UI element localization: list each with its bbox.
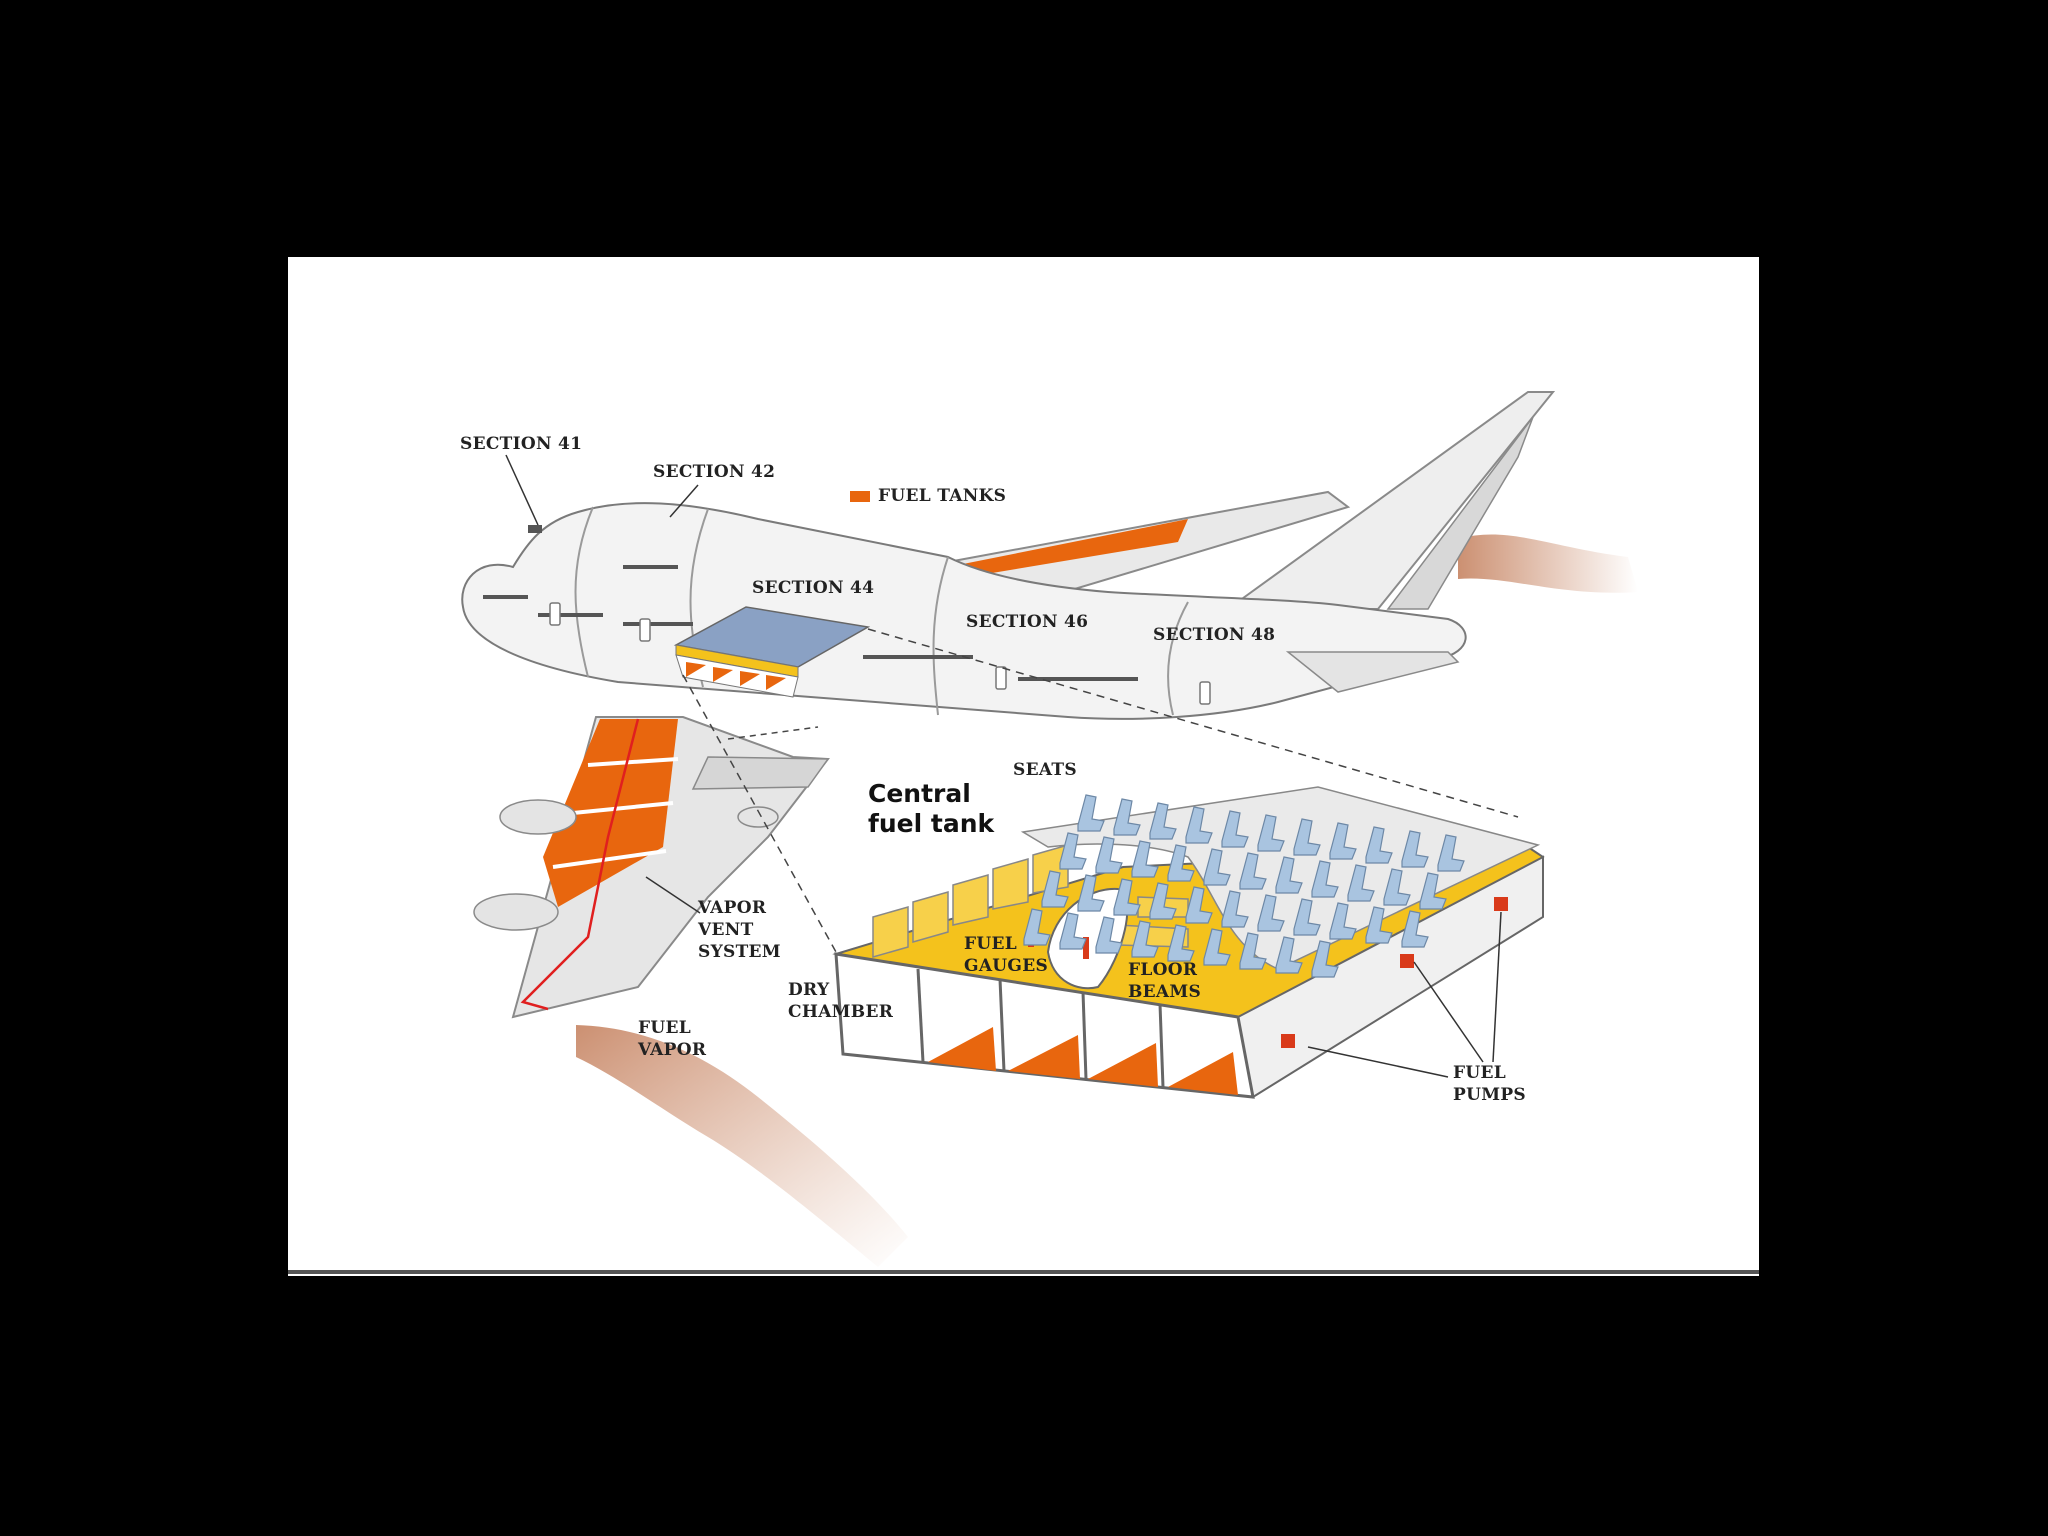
fuselage [461, 502, 1467, 720]
near-wing-vent-line [520, 718, 640, 1011]
horizontal-stabilizer [1285, 651, 1460, 693]
passenger-seat [1239, 852, 1267, 890]
wing-detach-arrow [727, 726, 819, 740]
passenger-seat [1365, 906, 1393, 944]
fuel-tanks-legend: FUEL TANKS [850, 485, 1006, 507]
passenger-seat [1311, 940, 1339, 978]
passenger-seat [1329, 902, 1357, 940]
near-wing-fuel-tank [543, 719, 678, 907]
title-line-1: Central [868, 779, 971, 808]
label-section-42: SECTION 42 [653, 462, 776, 482]
passenger-seat [1023, 908, 1051, 946]
passenger-seat [1167, 924, 1195, 962]
label-section-46: SECTION 46 [966, 612, 1089, 632]
passenger-seat [1131, 920, 1159, 958]
tank-chamber-walls [916, 968, 1165, 1088]
label-fuel-gauges: FUEL GAUGES [964, 934, 1049, 976]
tank-fuel-chambers [928, 1027, 1238, 1095]
passenger-seat [1437, 834, 1465, 872]
passenger-seat [1185, 886, 1213, 924]
passenger-seat [1221, 810, 1249, 848]
fuselage-windows [483, 525, 1138, 681]
title-line-2: fuel tank [868, 809, 995, 838]
label-dry-chamber: DRY CHAMBER [788, 980, 894, 1022]
passenger-seat [1059, 832, 1087, 870]
label-floor-beams: FLOOR BEAMS [1128, 960, 1202, 1002]
passenger-seat [1293, 818, 1321, 856]
passenger-seat [1311, 860, 1339, 898]
passenger-seat [1401, 910, 1429, 948]
far-wing-fuel-tank [958, 519, 1188, 577]
near-wing-engines [473, 799, 779, 931]
wing-flap [691, 756, 830, 790]
passenger-seat [1257, 894, 1285, 932]
passenger-seat [1221, 890, 1249, 928]
passenger-seat [1401, 830, 1429, 868]
airplane-fuel-tank-diagram: FUEL TANKS Central fuel tank SECTION 41 … [288, 257, 1759, 1276]
passenger-seat [1077, 794, 1105, 832]
passenger-seat [1347, 864, 1375, 902]
passenger-seat [1095, 916, 1123, 954]
passenger-seat [1257, 814, 1285, 852]
passenger-seat [1113, 798, 1141, 836]
label-fuel-pumps: FUEL PUMPS [1453, 1063, 1526, 1105]
section-44-cutout-fuel [686, 662, 786, 690]
label-section-44: SECTION 44 [752, 578, 875, 598]
passenger-seat [1419, 872, 1447, 910]
passenger-seat [1365, 826, 1393, 864]
label-seats: SEATS [1013, 760, 1077, 780]
passenger-seat [1149, 882, 1177, 920]
passenger-seat [1203, 928, 1231, 966]
near-wing-ribs [552, 757, 679, 869]
wing-vapor-plume [576, 1025, 908, 1267]
passenger-seat [1077, 874, 1105, 912]
passenger-seat [1131, 840, 1159, 878]
label-vapor-vent-system: VAPOR VENT SYSTEM [698, 898, 781, 962]
passenger-seat [1383, 868, 1411, 906]
fuel-pump-markers [1281, 897, 1508, 1048]
passenger-seat [1149, 802, 1177, 840]
legend-label: FUEL TANKS [878, 486, 1007, 506]
section-seam-48 [1167, 601, 1189, 716]
cutout-leader-lines [682, 628, 1519, 953]
tail-rudder [1386, 416, 1534, 610]
passenger-seat [1239, 932, 1267, 970]
section-seam-46 [932, 556, 949, 716]
tail-vapor-plume [1458, 534, 1638, 593]
passenger-seat [1167, 844, 1195, 882]
fuel-gauge-right [1083, 937, 1089, 959]
diagram-artwork [461, 391, 1638, 1267]
passenger-seat [1275, 856, 1303, 894]
passenger-seat [1095, 836, 1123, 874]
passenger-seat [1329, 822, 1357, 860]
card-bottom-border [288, 1270, 1759, 1274]
passenger-seat [1059, 912, 1087, 950]
label-section-48: SECTION 48 [1153, 625, 1276, 645]
passenger-seat [1185, 806, 1213, 844]
label-fuel-vapor: FUEL VAPOR [638, 1018, 707, 1060]
label-section-41: SECTION 41 [460, 434, 583, 454]
passenger-seat [1275, 936, 1303, 974]
fuel-tank-swatch-icon [850, 490, 870, 502]
section-seam-41 [574, 506, 594, 678]
passenger-seat [1041, 870, 1069, 908]
diagram-title: Central fuel tank [868, 779, 994, 839]
passenger-seat [1293, 898, 1321, 936]
passenger-seat [1203, 848, 1231, 886]
passenger-seats [1023, 794, 1465, 978]
fuselage-doors [549, 602, 1211, 705]
passenger-seat [1113, 878, 1141, 916]
